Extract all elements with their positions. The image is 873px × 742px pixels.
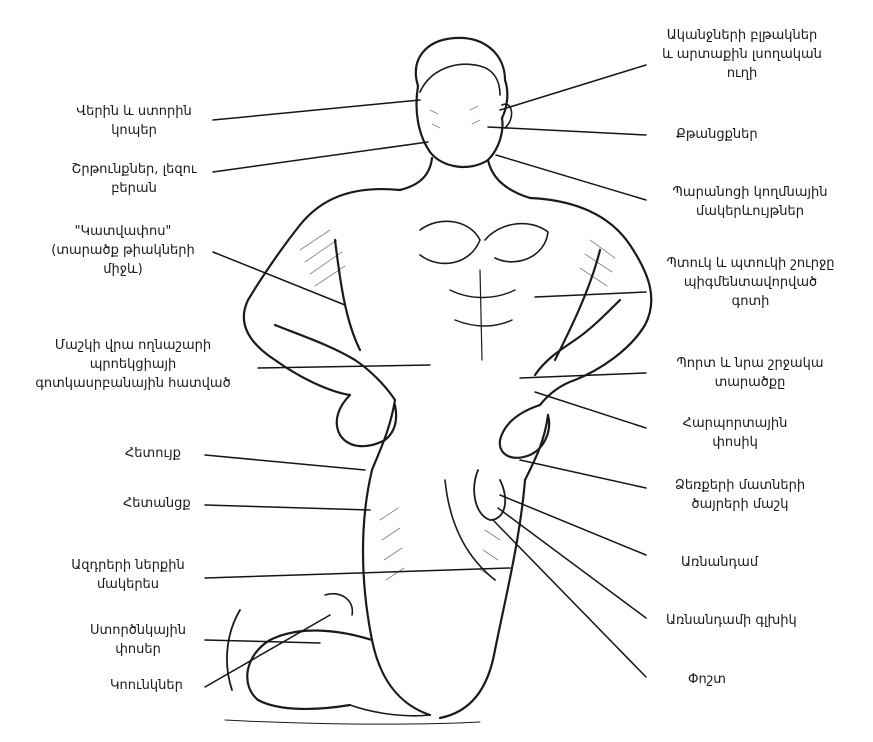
- shading-hatching: [299, 105, 616, 581]
- label-plantar-fossa: Ստործնկային փոսեր: [90, 623, 186, 657]
- label-navel-area: Պորտ և նրա շրջակա տարածքը: [676, 356, 824, 390]
- leader-anus: [204, 504, 371, 511]
- label-penis: Առնանդամ: [681, 555, 759, 570]
- leader-inner-thighs: [204, 567, 511, 579]
- label-lips-tongue-mouth: Շրթունքներ, լեզու բերան: [71, 162, 197, 196]
- label-anus: Հետանցք: [123, 496, 191, 511]
- label-knees: Կոունկներ: [110, 678, 183, 693]
- leader-buttocks: [204, 454, 366, 471]
- leader-inguinal: [534, 391, 647, 429]
- leader-parotid: [495, 154, 647, 201]
- leader-knees: [204, 614, 331, 688]
- leader-eyelids: [212, 99, 421, 121]
- label-nostrils: Քթանցքներ: [676, 127, 758, 142]
- leader-fingertips: [519, 459, 647, 489]
- leader-scrotum: [492, 519, 647, 678]
- label-inner-thighs: Ազդրերի ներքին մակերես: [71, 558, 185, 592]
- body-outline: [224, 36, 653, 725]
- label-nipples-zone: Պտուկ և պտուկի շուրջը պիգմենտավորված գոտ…: [666, 256, 835, 309]
- label-buttocks: Հետույք: [125, 446, 181, 461]
- label-scrotum: Փոշտ: [688, 672, 726, 687]
- leader-eye-corners: [499, 64, 647, 111]
- label-skin-projection: Մաշկի վրա ողնաշարի պրոեկցիայի գոտկասրբան…: [35, 338, 231, 391]
- leader-lips: [212, 141, 429, 173]
- label-saddle: "Կատվափոս" (տարածք թիակների միջև): [51, 224, 195, 277]
- leader-saddle: [212, 251, 346, 306]
- leader-skin-projection: [257, 364, 431, 369]
- label-inguinal-fossa: Հարպորտային փոսիկ: [682, 416, 788, 450]
- label-parotid-surfaces: Պարանոցի կողմնային մակերևույթներ: [672, 185, 828, 219]
- label-eye-corners: Ականջների բլթակներ և արտաքին լսողական ու…: [662, 28, 822, 81]
- leader-penis: [499, 494, 647, 556]
- leader-glans: [497, 507, 647, 619]
- label-glans: Առնանդամի գլխիկ: [666, 613, 797, 628]
- leader-navel: [519, 372, 647, 379]
- leader-lines: [204, 64, 647, 688]
- leader-plantar: [204, 639, 321, 644]
- leader-nipples: [534, 291, 647, 298]
- leader-nostrils: [487, 126, 647, 136]
- label-upper-lower-eyelids: Վերին և ստորին կոպեր: [76, 104, 192, 138]
- label-fingertips: Ձեռքերի մատների ծայրերի մաշկ: [674, 478, 806, 512]
